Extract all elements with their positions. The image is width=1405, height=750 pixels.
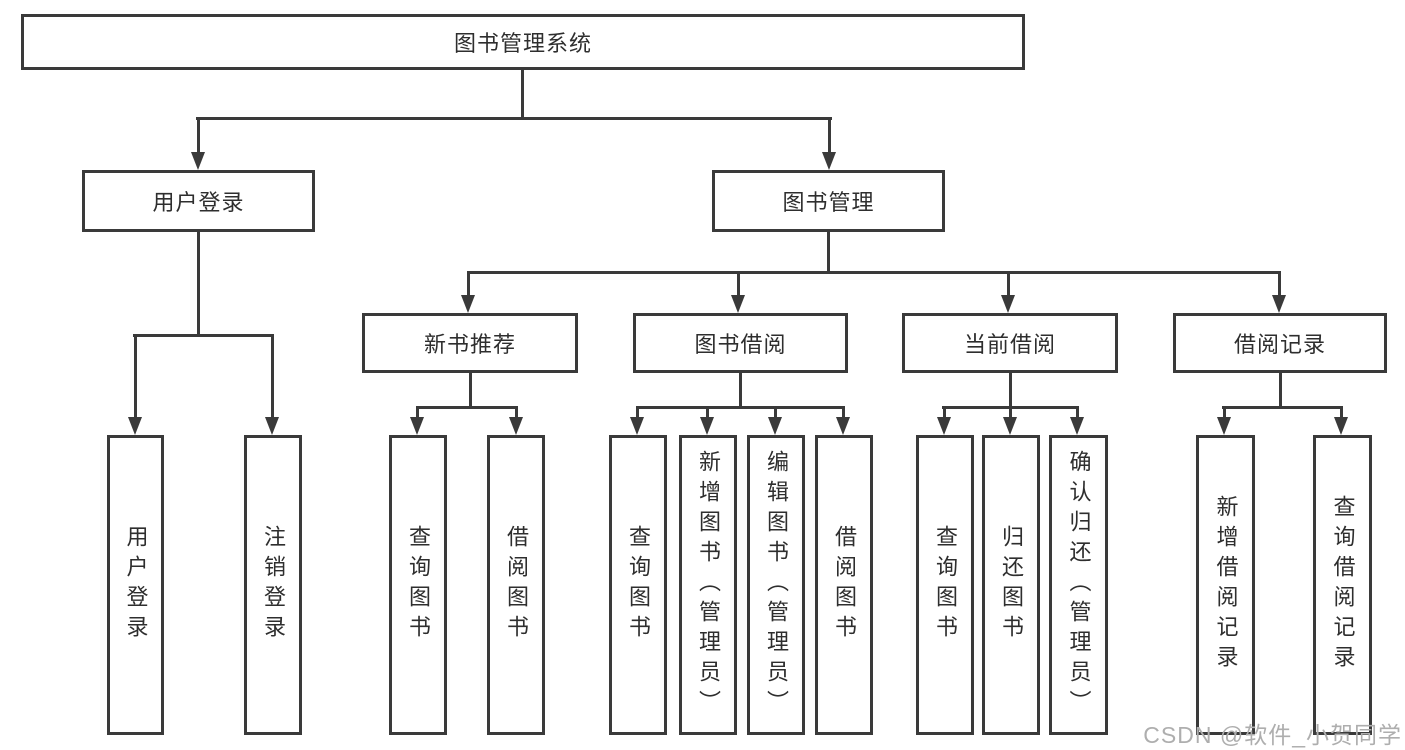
connector-line: [196, 117, 832, 120]
connector-line: [739, 373, 742, 408]
node-new-book-recommend: 新书推荐: [362, 313, 578, 373]
leaf-cb-return-books: 归还图书: [982, 435, 1040, 735]
connector-line: [416, 406, 518, 409]
connector-line: [133, 334, 273, 337]
leaf-cb-confirm-return-admin: 确认归还（管理员）: [1049, 435, 1108, 735]
arrowhead-icon: [191, 152, 205, 170]
arrowhead-icon: [1070, 417, 1084, 435]
leaf-bb-add-books-admin: 新增图书（管理员）: [679, 435, 737, 735]
node-root: 图书管理系统: [21, 14, 1025, 70]
arrowhead-icon: [1001, 295, 1015, 313]
leaf-br-query-record: 查询借阅记录: [1313, 435, 1372, 735]
connector-line: [636, 406, 639, 419]
node-book-borrow: 图书借阅: [633, 313, 848, 373]
arrowhead-icon: [836, 417, 850, 435]
arrowhead-icon: [630, 417, 644, 435]
connector-line: [737, 271, 740, 296]
connector-line: [197, 117, 200, 153]
connector-line: [1279, 373, 1282, 408]
leaf-bb-query-books: 查询图书: [609, 435, 667, 735]
arrowhead-icon: [265, 417, 279, 435]
connector-line: [706, 406, 709, 419]
connector-line: [774, 406, 777, 419]
connector-line: [467, 271, 1281, 274]
leaf-nbr-borrow-books: 借阅图书: [487, 435, 545, 735]
connector-line: [636, 406, 845, 409]
connector-line: [1223, 406, 1226, 419]
node-borrow-records: 借阅记录: [1173, 313, 1387, 373]
node-book-management: 图书管理: [712, 170, 945, 232]
connector-line: [416, 406, 419, 419]
connector-line: [828, 117, 831, 153]
arrowhead-icon: [1272, 295, 1286, 313]
connector-line: [1009, 406, 1012, 419]
arrowhead-icon: [700, 417, 714, 435]
arrowhead-icon: [937, 417, 951, 435]
connector-line: [1007, 271, 1010, 296]
connector-line: [1340, 406, 1343, 419]
arrowhead-icon: [1003, 417, 1017, 435]
connector-line: [827, 232, 830, 273]
leaf-bb-borrow-books: 借阅图书: [815, 435, 873, 735]
connector-line: [469, 373, 472, 408]
leaf-user-login: 用户登录: [107, 435, 164, 735]
arrowhead-icon: [461, 295, 475, 313]
connector-line: [1222, 406, 1343, 409]
arrowhead-icon: [1334, 417, 1348, 435]
connector-line: [842, 406, 845, 419]
connector-line: [1076, 406, 1079, 419]
connector-line: [134, 334, 137, 418]
leaf-br-add-record: 新增借阅记录: [1196, 435, 1255, 735]
arrowhead-icon: [410, 417, 424, 435]
arrowhead-icon: [768, 417, 782, 435]
arrowhead-icon: [509, 417, 523, 435]
leaf-cb-query-books: 查询图书: [916, 435, 974, 735]
connector-line: [271, 334, 274, 418]
leaf-nbr-query-books: 查询图书: [389, 435, 447, 735]
connector-line: [521, 70, 524, 117]
csdn-watermark: CSDN @软件_小贺同学: [1143, 722, 1402, 748]
arrowhead-icon: [128, 417, 142, 435]
node-user-login: 用户登录: [82, 170, 315, 232]
leaf-bb-edit-books-admin: 编辑图书（管理员）: [747, 435, 805, 735]
connector-line: [1009, 373, 1012, 408]
arrowhead-icon: [1217, 417, 1231, 435]
connector-line: [943, 406, 946, 419]
connector-line: [197, 232, 200, 335]
connector-line: [467, 271, 470, 296]
connector-line: [515, 406, 518, 419]
arrowhead-icon: [822, 152, 836, 170]
connector-line: [1278, 271, 1281, 296]
node-current-borrow: 当前借阅: [902, 313, 1118, 373]
leaf-logout-login: 注销登录: [244, 435, 302, 735]
arrowhead-icon: [731, 295, 745, 313]
